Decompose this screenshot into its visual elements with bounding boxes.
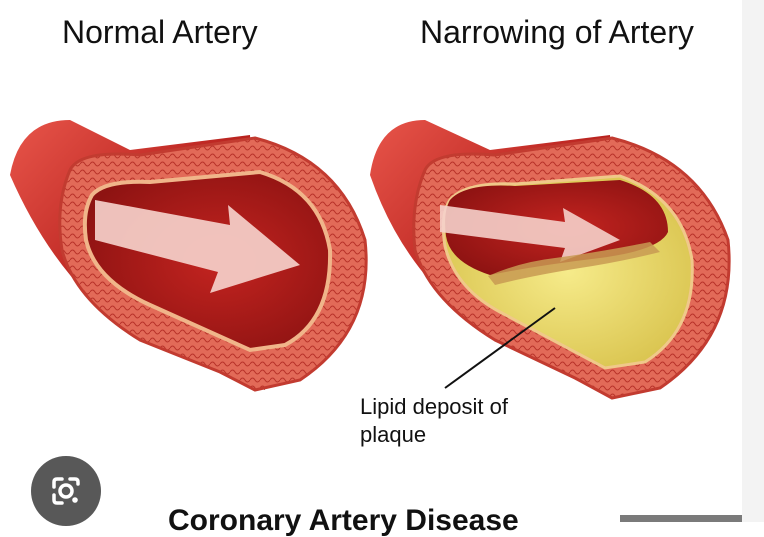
plaque-caption-line2: plaque [360, 422, 427, 447]
plaque-caption: Lipid deposit of plaque [360, 393, 508, 449]
bottom-title: Coronary Artery Disease [168, 504, 519, 537]
google-lens-button[interactable] [31, 456, 101, 526]
plaque-pointer-line [444, 307, 556, 389]
normal-flow-arrow [95, 200, 300, 293]
narrowing-flow-arrow [440, 205, 620, 262]
bottom-scroll-bar [620, 515, 742, 522]
narrowing-artery [370, 120, 731, 400]
normal-artery-title: Normal Artery [62, 14, 258, 50]
plaque-caption-line1: Lipid deposit of [360, 394, 508, 419]
narrowing-artery-title: Narrowing of Artery [420, 14, 694, 50]
google-lens-icon [52, 477, 80, 505]
plaque-rupture-edge [488, 242, 660, 285]
normal-artery [10, 120, 368, 392]
page-right-edge [742, 0, 764, 522]
artery-illustration [10, 120, 731, 400]
